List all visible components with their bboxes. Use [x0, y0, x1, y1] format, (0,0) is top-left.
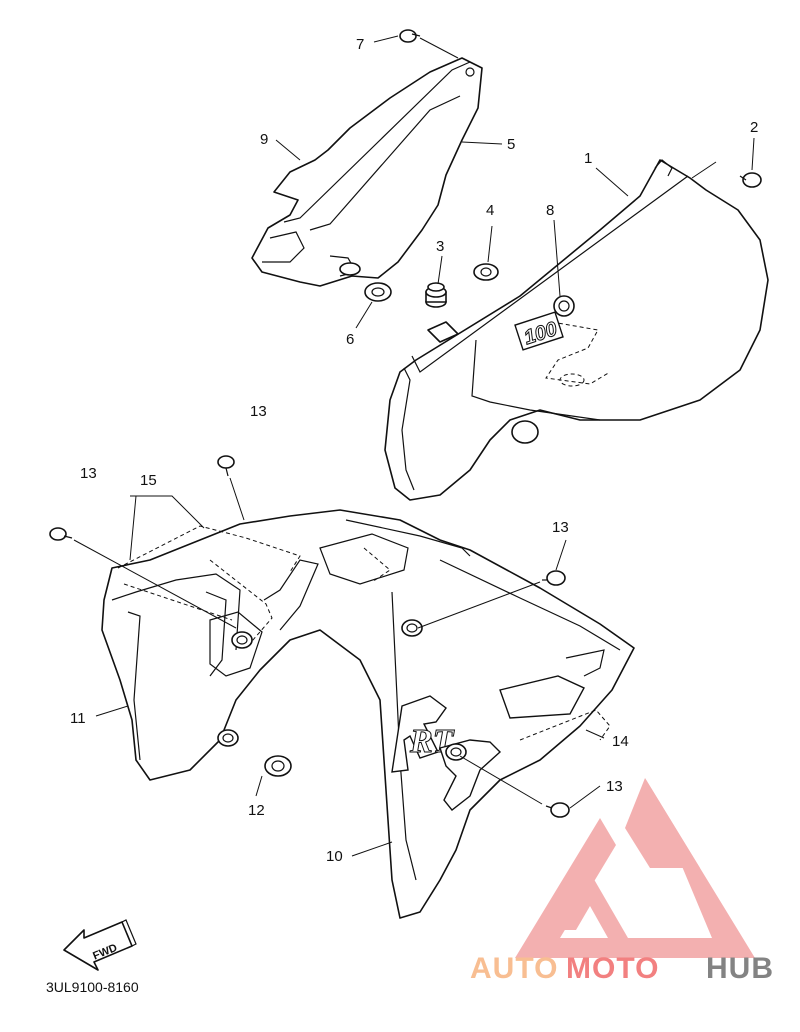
- screw-13-right: [417, 570, 566, 629]
- callout-5: 5: [507, 136, 515, 153]
- side-cover-inner-bracket: [251, 57, 483, 287]
- screw-2: [691, 161, 762, 188]
- screw-13-left: [49, 527, 237, 629]
- callout-numbers: 1 2 3 4 5 6 7 8 9 10 11 12 13 13 13 13 1…: [70, 36, 758, 865]
- callout-14: 14: [612, 733, 629, 750]
- panel-number-decal: 100: [514, 311, 564, 351]
- shroud-rt-decal: RT: [391, 695, 502, 811]
- automotohub-logo-icon: [515, 778, 755, 958]
- callout-6: 6: [346, 331, 354, 348]
- damper-3: [425, 282, 459, 343]
- leader-lines: [95, 35, 755, 857]
- callout-9: 9: [260, 131, 268, 148]
- side-cover-panel: 100: [384, 159, 769, 501]
- callout-8: 8: [546, 202, 554, 219]
- brand-moto: MOTO: [566, 952, 659, 985]
- callout-11: 11: [70, 710, 86, 727]
- callout-4: 4: [486, 202, 494, 219]
- callout-13-bottom: 13: [606, 778, 623, 795]
- callout-10: 10: [326, 848, 343, 865]
- brand-hub: HUB: [706, 952, 774, 985]
- grommet-6: [364, 282, 392, 302]
- side-shroud: RT: [101, 509, 635, 919]
- grommet-4: [473, 263, 499, 281]
- shroud-decal-text: RT: [409, 723, 455, 760]
- automotohub-watermark: AUTO MOTO HUB: [470, 778, 774, 985]
- screw-7: [399, 29, 459, 59]
- screw-13-top: [217, 455, 245, 521]
- callout-3: 3: [436, 238, 444, 255]
- callout-15: 15: [140, 472, 157, 489]
- callout-13-left: 13: [80, 465, 97, 482]
- callout-12: 12: [248, 802, 265, 819]
- screw-13-bottom: [459, 755, 570, 818]
- grommet-12: [264, 755, 292, 777]
- callout-13-top: 13: [250, 403, 267, 420]
- forward-direction-arrow: FWD: [63, 919, 137, 971]
- callout-1: 1: [584, 150, 592, 167]
- callout-7: 7: [356, 36, 364, 53]
- part-catalog-code: 3UL9100-8160: [46, 979, 139, 995]
- callout-2: 2: [750, 119, 758, 136]
- brand-auto: AUTO: [470, 952, 558, 985]
- callout-13-right: 13: [552, 519, 569, 536]
